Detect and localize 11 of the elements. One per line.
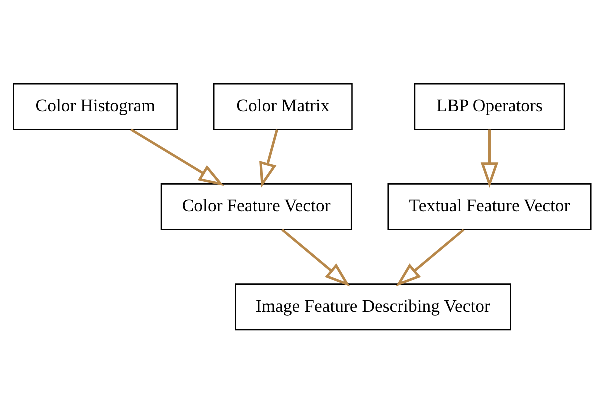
arrow <box>260 129 278 188</box>
node-box: Textual Feature Vector <box>388 184 592 230</box>
node-box: Color Matrix <box>213 83 353 130</box>
arrow <box>396 228 465 287</box>
node-box: Color Histogram <box>13 83 178 130</box>
node-box: LBP Operators <box>414 83 566 130</box>
node-box: Image Feature Describing Vector <box>235 284 512 331</box>
arrow <box>480 130 499 188</box>
arrow <box>282 228 350 287</box>
node-box: Color Feature Vector <box>160 184 352 230</box>
arrow <box>130 128 224 186</box>
